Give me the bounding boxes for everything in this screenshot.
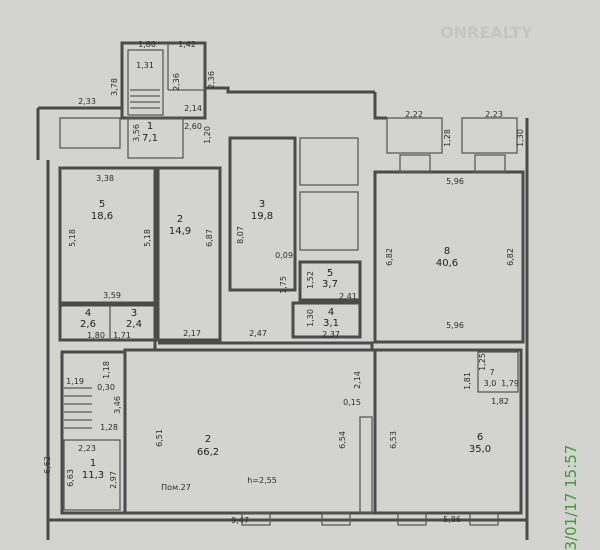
dimension: 1,52 (306, 271, 315, 289)
dimension: 2,41 (339, 292, 357, 301)
room-area: 19,8 (251, 211, 273, 222)
dimension: 6,53 (389, 431, 398, 449)
dimension: 5,18 (143, 229, 152, 247)
room-number: 5 (327, 268, 333, 279)
dimension: 1,82 (491, 397, 509, 406)
dimension: 2,47 (249, 329, 267, 338)
dimension: 2,23 (78, 444, 96, 453)
dimension: 1,28 (443, 129, 452, 147)
dimension: 8,07 (236, 226, 245, 244)
stairs-bottom (64, 387, 92, 429)
dimension: 2,37 (322, 330, 340, 339)
room-number: 7 (489, 368, 494, 377)
dimension: 1,42 (178, 40, 196, 49)
room-number: 4 (328, 307, 334, 318)
room-area: 11,3 (82, 470, 104, 481)
dimension: 1,80 (87, 331, 105, 340)
room-area: 40,6 (436, 258, 458, 269)
dimension: 5,18 (68, 229, 77, 247)
room-number: 1 (147, 121, 153, 132)
dimension: 6,62 (43, 456, 52, 474)
dimension: 2,14 (353, 371, 362, 389)
stairs-top (130, 89, 160, 109)
dimension: 1,30 (306, 309, 315, 327)
dimension: 1,19 (66, 377, 84, 386)
dimensions: 1,80 1,42 1,31 2,36 2,36 2,14 3,78 2,33 … (43, 40, 525, 525)
dimension: 2,36 (172, 73, 181, 91)
room-area: 3,7 (322, 279, 338, 290)
dimension: 2,22 (405, 110, 423, 119)
dimension: 2,14 (184, 104, 202, 113)
dimension: 5,96 (446, 177, 464, 186)
room-number: 3 (259, 199, 265, 210)
room-area: 14,9 (169, 226, 191, 237)
dimension: 1,75 (279, 276, 288, 294)
dimension: 6,51 (155, 429, 164, 447)
dimension: 3,59 (103, 291, 121, 300)
dimension: 1,18 (102, 361, 111, 379)
room-area: 3,1 (323, 318, 339, 329)
premise-note: Пом.27 (161, 483, 191, 492)
dimension: 6,82 (506, 248, 515, 266)
room-area: 3,0 (484, 379, 497, 388)
dimension: 1,25 (478, 353, 487, 371)
dimension: 2,17 (183, 329, 201, 338)
dimension: 2,36 (207, 71, 216, 89)
watermark-logo: ONREALTY (440, 23, 533, 42)
walls (36, 41, 529, 540)
dimension: 2,60 (184, 122, 202, 131)
dimension: 0,09 (275, 251, 293, 260)
room-number: 1 (90, 458, 96, 469)
room-area: 18,6 (91, 211, 113, 222)
dimension: 1,71 (113, 331, 131, 340)
dimension: 6,87 (205, 229, 214, 247)
room-area: 2,4 (126, 319, 142, 330)
dimension: 3,38 (96, 174, 114, 183)
room-number: 2 (177, 214, 183, 225)
room-area: 2,6 (80, 319, 96, 330)
room-number: 8 (444, 246, 450, 257)
room-area: 35,0 (469, 444, 491, 455)
dimension: 6,63 (66, 469, 75, 487)
dimension: 2,33 (78, 97, 96, 106)
room-number: 5 (99, 199, 105, 210)
dimension: 1,80 (138, 40, 156, 49)
photo-timestamp: 23/01/17 15:57 (562, 445, 580, 550)
dimension: 0,30 (97, 383, 115, 392)
dimension: 5,96 (446, 321, 464, 330)
dimension: 2,97 (109, 471, 118, 489)
dimension: 6,54 (338, 431, 347, 449)
room-number: 4 (85, 308, 91, 319)
dimension: 5,86 (443, 515, 461, 524)
dimension: 3,78 (110, 78, 119, 96)
dimension: 2,23 (485, 110, 503, 119)
dimension: 1,81 (463, 372, 472, 390)
height-note: h=2,55 (247, 476, 277, 485)
dimension: 0,15 (343, 398, 361, 407)
dimension: 3,46 (113, 396, 122, 414)
dimension: 1,30 (516, 129, 525, 147)
dimension: 6,82 (385, 248, 394, 266)
dimension: 9,47 (231, 516, 249, 525)
dimension: 1,28 (100, 423, 118, 432)
room-number: 2 (205, 434, 211, 445)
dimension: 1,20 (203, 126, 212, 144)
dimension: 1,79 (501, 379, 519, 388)
dimension: 3,56 (132, 124, 141, 142)
room-number: 6 (477, 432, 483, 443)
dimension: 1,31 (136, 61, 154, 70)
room-number: 3 (131, 308, 137, 319)
room-area: 66,2 (197, 447, 219, 458)
room-labels: 1 7,1 5 18,6 2 14,9 3 19,8 5 3,7 4 3,1 8… (80, 121, 496, 492)
room-area: 7,1 (142, 133, 158, 144)
